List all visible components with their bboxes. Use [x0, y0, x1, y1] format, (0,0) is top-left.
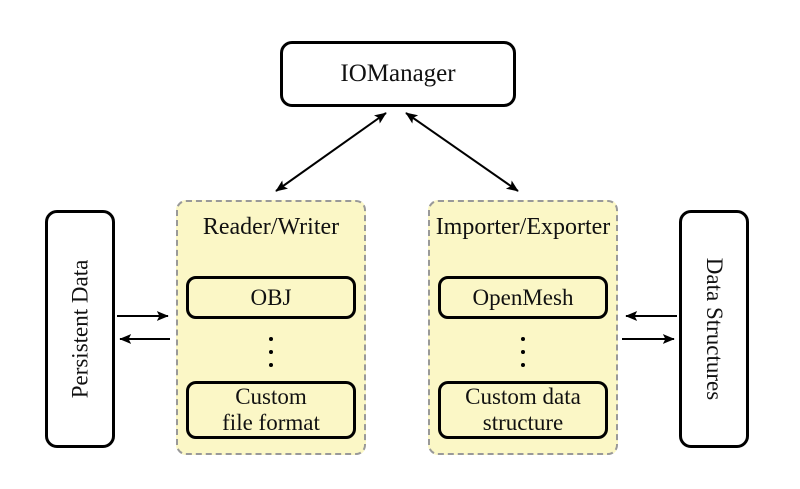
- item-openmesh-label: OpenMesh: [472, 284, 574, 310]
- group-reader-writer-title: Reader/Writer: [202, 214, 340, 240]
- item-custom-file-format-line1: Custom: [235, 384, 307, 409]
- arrow-iomanager-importer-exporter: [405, 112, 519, 192]
- item-custom-data-structure: Custom data structure: [438, 381, 608, 439]
- node-iomanager-label: IOManager: [340, 60, 456, 87]
- group-importer-exporter-title: Importer/Exporter: [435, 214, 611, 240]
- node-persistent-data: Persistent Data: [45, 210, 115, 448]
- item-custom-file-format-line2: file format: [222, 410, 320, 435]
- item-obj: OBJ: [186, 276, 356, 319]
- node-iomanager: IOManager: [280, 41, 516, 107]
- item-custom-data-structure-line1: Custom data: [465, 384, 581, 409]
- node-data-structures: Data Structures: [679, 210, 749, 448]
- item-custom-data-structure-line2: structure: [482, 410, 564, 435]
- item-obj-label: OBJ: [250, 284, 292, 310]
- item-custom-file-format: Custom file format: [186, 381, 356, 439]
- item-openmesh: OpenMesh: [438, 276, 608, 319]
- vertical-dots-icon: [269, 337, 273, 367]
- vertical-dots-icon: [521, 337, 525, 367]
- node-persistent-data-label: Persistent Data: [67, 259, 93, 399]
- group-importer-exporter: Importer/Exporter OpenMesh Custom data s…: [428, 200, 618, 455]
- arrow-iomanager-reader-writer: [275, 112, 387, 192]
- node-data-structures-label: Data Structures: [702, 257, 727, 401]
- group-reader-writer: Reader/Writer OBJ Custom file format: [176, 200, 366, 455]
